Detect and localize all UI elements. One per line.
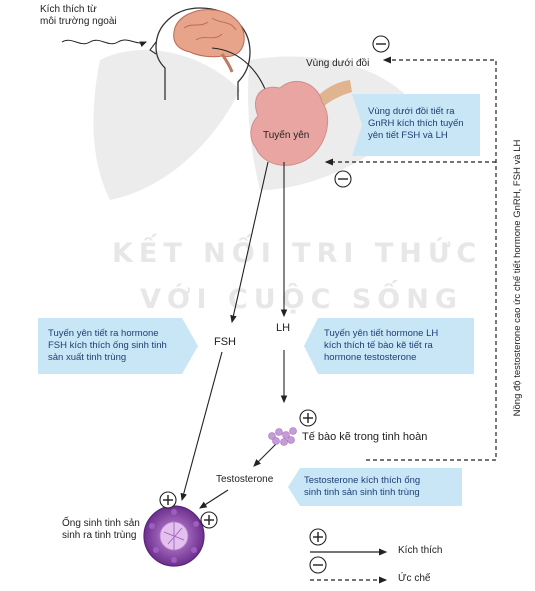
legend-stimulate bbox=[309, 528, 388, 556]
callout-hypothalamus-line-1: Vùng dưới đồi tiết ra bbox=[368, 106, 455, 117]
leydig-to-testosterone-arrow bbox=[253, 443, 277, 467]
pituitary-label: Tuyến yên bbox=[263, 130, 310, 141]
callout-fsh-line-3: sản xuất tinh trùng bbox=[48, 352, 127, 363]
fsh-label: FSH bbox=[214, 336, 236, 348]
callout-lh-shape bbox=[304, 318, 474, 374]
fsh-to-tubule-arrow bbox=[180, 351, 223, 502]
feedback-vertical-label: Nồng độ testosterone cao ức chế tiết hor… bbox=[512, 139, 523, 417]
callout-lh-line-1: Tuyến yên tiết hormone LH bbox=[324, 328, 439, 339]
callout-lh-line-3: hormone testosterone bbox=[324, 352, 417, 363]
stimulus-arrow bbox=[61, 39, 147, 48]
leydig-label: Tế bào kẽ trong tinh hoàn bbox=[302, 431, 428, 443]
stimulus-label-line-2: môi trường ngoài bbox=[40, 16, 117, 27]
plus-circle-leydig bbox=[299, 409, 317, 427]
callout-hypothalamus-line-3: yên tiết FSH và LH bbox=[368, 130, 448, 141]
callout-fsh-text: Tuyến yên tiết ra hormone FSH kích thích… bbox=[48, 328, 167, 364]
feedback-dashed-line bbox=[366, 56, 497, 461]
callout-hypothalamus-shape bbox=[352, 94, 480, 156]
watermark-line-2: VỚI CUỘC SỐNG bbox=[140, 284, 463, 315]
legend-stimulate-label: Kích thích bbox=[398, 545, 443, 556]
stimulus-label-line-1: Kích thích từ bbox=[40, 4, 97, 15]
lh-label: LH bbox=[276, 322, 291, 334]
callout-testosterone-line-1: Testosterone kích thích ống bbox=[304, 475, 421, 486]
plus-circle-tubule-fsh bbox=[159, 491, 177, 509]
pituitary-to-fsh-arrow bbox=[230, 161, 269, 324]
callout-testosterone-text: Testosterone kích thích ống sinh tinh sả… bbox=[304, 475, 420, 499]
leydig-cell-cluster bbox=[268, 427, 297, 446]
legend-inhibit-label: Ức chế bbox=[398, 573, 431, 584]
tubule-label-line-2: sinh ra tinh trùng bbox=[62, 530, 137, 541]
hypothalamus-label: Vùng dưới đồi bbox=[306, 58, 370, 69]
callout-testosterone-line-2: sinh tinh sản sinh tinh trùng bbox=[304, 487, 420, 498]
callout-lh-text: Tuyến yên tiết hormone LH kích thích tế … bbox=[324, 328, 438, 364]
tubule-label: Ống sinh tinh sản sinh ra tinh trùng bbox=[62, 518, 140, 542]
brain-icon bbox=[173, 9, 245, 73]
tubule-label-line-1: Ống sinh tinh sản bbox=[62, 518, 140, 529]
callout-hypothalamus-line-2: GnRH kích thích tuyến bbox=[368, 118, 464, 129]
callout-hypothalamus-text: Vùng dưới đồi tiết ra GnRH kích thích tu… bbox=[368, 106, 464, 142]
minus-circle-pituitary bbox=[334, 170, 352, 188]
callout-testosterone-shape bbox=[288, 468, 462, 506]
callout-fsh-shape bbox=[38, 318, 198, 374]
testosterone-to-tubule-arrow bbox=[199, 489, 229, 509]
legend-inhibit bbox=[309, 556, 388, 584]
pituitary-gland bbox=[250, 81, 329, 166]
stimulus-label: Kích thích từ môi trường ngoài bbox=[40, 4, 117, 28]
callout-lh-line-2: kích thích tế bào kẽ tiết ra bbox=[324, 340, 433, 351]
minus-circle-hypothalamus bbox=[372, 35, 390, 53]
testosterone-label: Testosterone bbox=[216, 474, 274, 485]
callout-fsh-line-2: FSH kích thích ống sinh tinh bbox=[48, 340, 167, 351]
seminiferous-tubule bbox=[143, 505, 205, 567]
callout-fsh-line-1: Tuyến yên tiết ra hormone bbox=[48, 328, 159, 339]
head-icon bbox=[155, 7, 251, 100]
watermark-line-1: KẾT NỐI TRI THỨC bbox=[112, 238, 483, 269]
plus-circle-tubule-testosterone bbox=[200, 511, 218, 529]
